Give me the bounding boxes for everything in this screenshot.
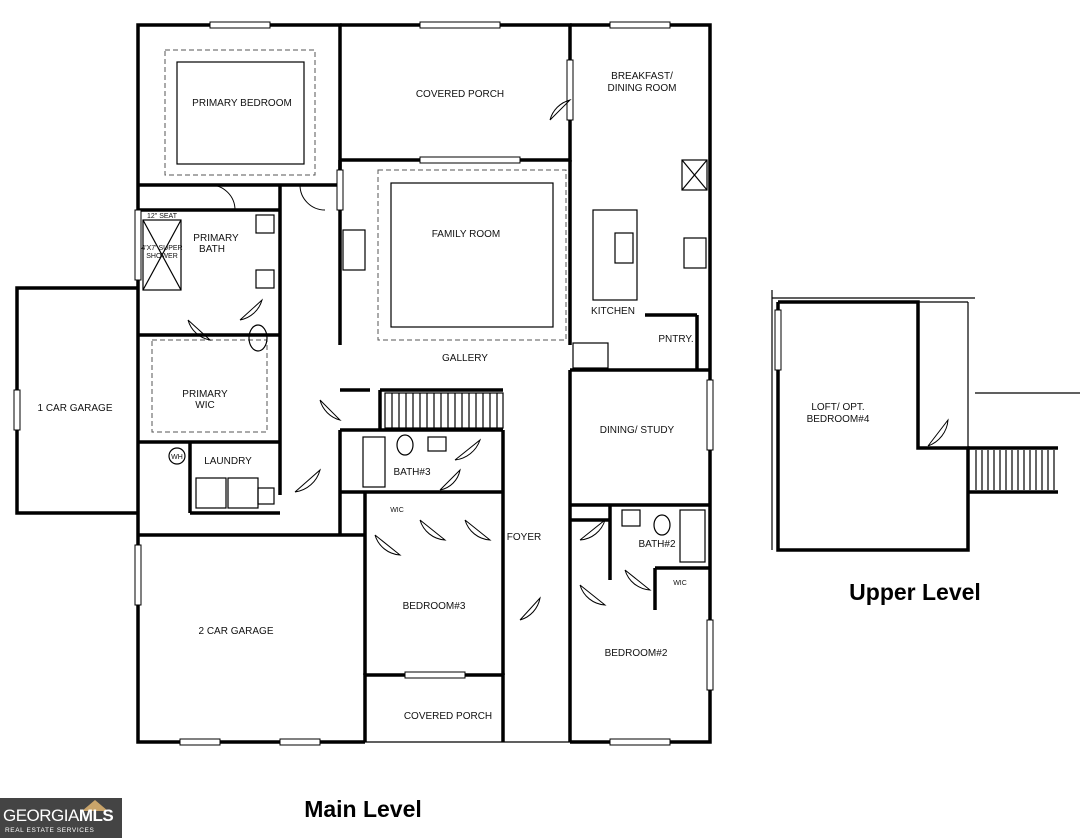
label-bedroom2: BEDROOM#2 [605,648,668,659]
room-labels: PRIMARY BEDROOM COVERED PORCH BREAKFAST/… [37,71,693,722]
roof-icon [82,800,108,811]
logo-tagline: REAL ESTATE SERVICES [5,827,95,834]
label-family-room: FAMILY ROOM [432,229,501,240]
label-primary-wic-2: WIC [195,400,214,411]
label-shower-2: SHOWER [146,253,178,260]
windows [13,21,714,746]
doors [187,99,652,621]
label-loft-2: BEDROOM#4 [807,414,870,425]
label-wic-bed2: WIC [673,580,687,587]
label-one-car-garage: 1 CAR GARAGE [37,403,112,414]
label-loft-1: LOFT/ OPT. [811,402,864,413]
ceiling-outlines [151,49,567,433]
label-shower-1: 4'X7' SUPER [141,245,182,252]
label-bedroom3: BEDROOM#3 [403,601,466,612]
label-dining-study: DINING/ STUDY [600,425,675,436]
fixtures [142,159,708,563]
main-level-walls [15,23,712,744]
label-primary-bedroom: PRIMARY BEDROOM [192,98,292,109]
label-breakfast-2: DINING ROOM [608,83,677,94]
label-covered-porch-rear: COVERED PORCH [416,89,504,100]
label-covered-porch-front: COVERED PORCH [404,711,492,722]
label-water-heater: WH [171,454,183,461]
label-wic-bed3: WIC [390,507,404,514]
label-foyer: FOYER [507,532,541,543]
label-primary-bath-2: BATH [199,244,225,255]
label-seat: 12" SEAT [147,213,178,220]
label-breakfast-1: BREAKFAST/ [611,71,673,82]
georgia-mls-logo: GEORGIAMLS REAL ESTATE SERVICES [0,798,122,838]
logo-brand: GEORGIAMLS [3,806,114,825]
label-primary-wic-1: PRIMARY [182,389,228,400]
label-two-car-garage: 2 CAR GARAGE [198,626,273,637]
upper-level-caption: Upper Level [849,579,981,605]
label-pantry: PNTRY. [658,334,693,345]
main-level-caption: Main Level [304,796,422,822]
label-primary-bath-1: PRIMARY [193,233,239,244]
label-bath2: BATH#2 [638,539,675,550]
label-bath3: BATH#3 [393,467,430,478]
label-gallery: GALLERY [442,353,488,364]
main-stairs [384,392,504,429]
label-kitchen: KITCHEN [591,306,635,317]
label-laundry: LAUNDRY [204,456,252,467]
upper-level: LOFT/ OPT. BEDROOM#4 [771,290,1080,552]
